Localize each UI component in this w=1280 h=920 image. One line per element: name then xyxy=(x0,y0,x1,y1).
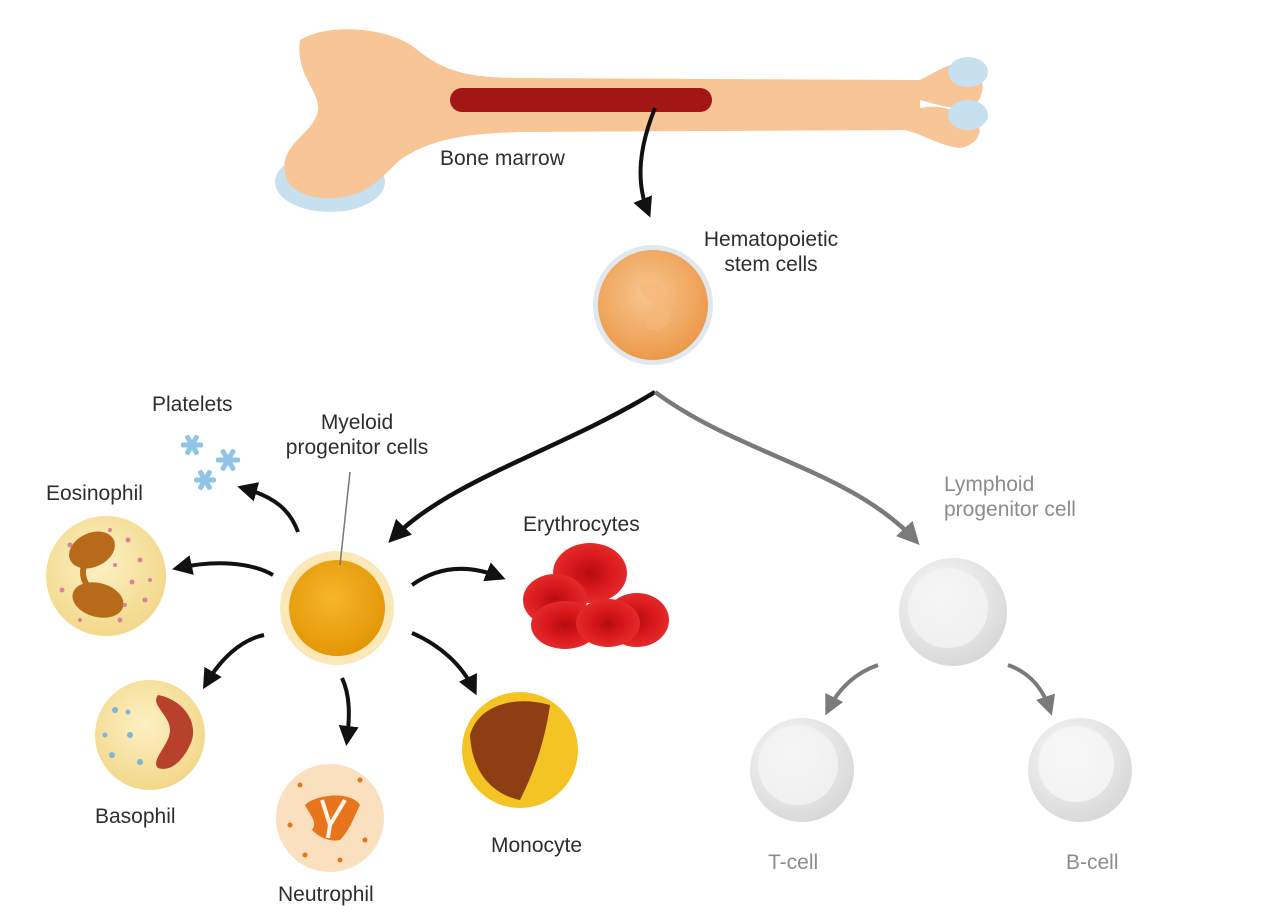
arrow-to-b-cell xyxy=(1007,663,1056,716)
bone-marrow-cavity xyxy=(450,88,712,112)
erythrocytes-illustration xyxy=(523,543,669,649)
bone-illustration xyxy=(275,29,988,212)
basophil-illustration xyxy=(95,680,205,790)
arrow-stem-to-lymphoid xyxy=(653,390,920,545)
arrow-to-basophil xyxy=(202,633,265,690)
arrow-stem-to-myeloid xyxy=(388,390,657,543)
connection-arrows xyxy=(172,107,1056,746)
label-myeloid-progenitor-cells: Myeloid progenitor cells xyxy=(266,410,448,460)
label-t-cell: T-cell xyxy=(768,851,819,874)
myeloid-progenitor-cell xyxy=(280,551,394,665)
label-eosinophil: Eosinophil xyxy=(46,482,143,505)
arrow-marrow-to-stem xyxy=(633,107,657,218)
arrow-to-monocyte xyxy=(411,631,477,696)
t-cell-illustration xyxy=(750,718,854,822)
bone-cartilage-right-top xyxy=(948,57,988,87)
bone-shape xyxy=(284,29,983,199)
myeloid-leader-line xyxy=(339,471,351,566)
label-myeloid-line2: progenitor cells xyxy=(285,436,429,459)
label-monocyte: Monocyte xyxy=(491,834,583,857)
label-hematopoietic-line2: stem cells xyxy=(724,253,818,276)
platelets-illustration xyxy=(181,434,240,491)
label-myeloid-line1: Myeloid xyxy=(320,411,394,434)
arrow-to-erythrocytes xyxy=(410,562,506,587)
arrow-to-platelets xyxy=(237,482,300,533)
monocyte-illustration xyxy=(462,692,578,808)
neutrophil-illustration xyxy=(276,764,384,872)
arrow-to-t-cell xyxy=(825,663,879,716)
bone-cartilage-right-bottom xyxy=(948,100,988,130)
lymphoid-progenitor-cell xyxy=(899,558,1007,666)
b-cell-illustration xyxy=(1028,718,1132,822)
arrow-to-neutrophil xyxy=(338,677,359,746)
label-lymphoid-progenitor-cell: Lymphoid progenitor cell xyxy=(944,472,1076,522)
arrow-to-eosinophil xyxy=(172,555,274,577)
label-neutrophil: Neutrophil xyxy=(278,883,374,906)
label-bone-marrow: Bone marrow xyxy=(440,147,565,170)
label-b-cell: B-cell xyxy=(1066,851,1119,874)
label-hematopoietic-stem-cells: Hematopoietic stem cells xyxy=(676,227,866,277)
eosinophil-illustration xyxy=(46,516,166,636)
label-basophil: Basophil xyxy=(95,805,176,828)
label-erythrocytes: Erythrocytes xyxy=(523,513,640,536)
label-hematopoietic-line1: Hematopoietic xyxy=(703,228,839,251)
label-lymphoid-line2: progenitor cell xyxy=(944,498,1076,521)
stem-cell xyxy=(593,245,713,365)
label-lymphoid-line1: Lymphoid xyxy=(944,473,1035,496)
label-platelets: Platelets xyxy=(152,393,233,416)
